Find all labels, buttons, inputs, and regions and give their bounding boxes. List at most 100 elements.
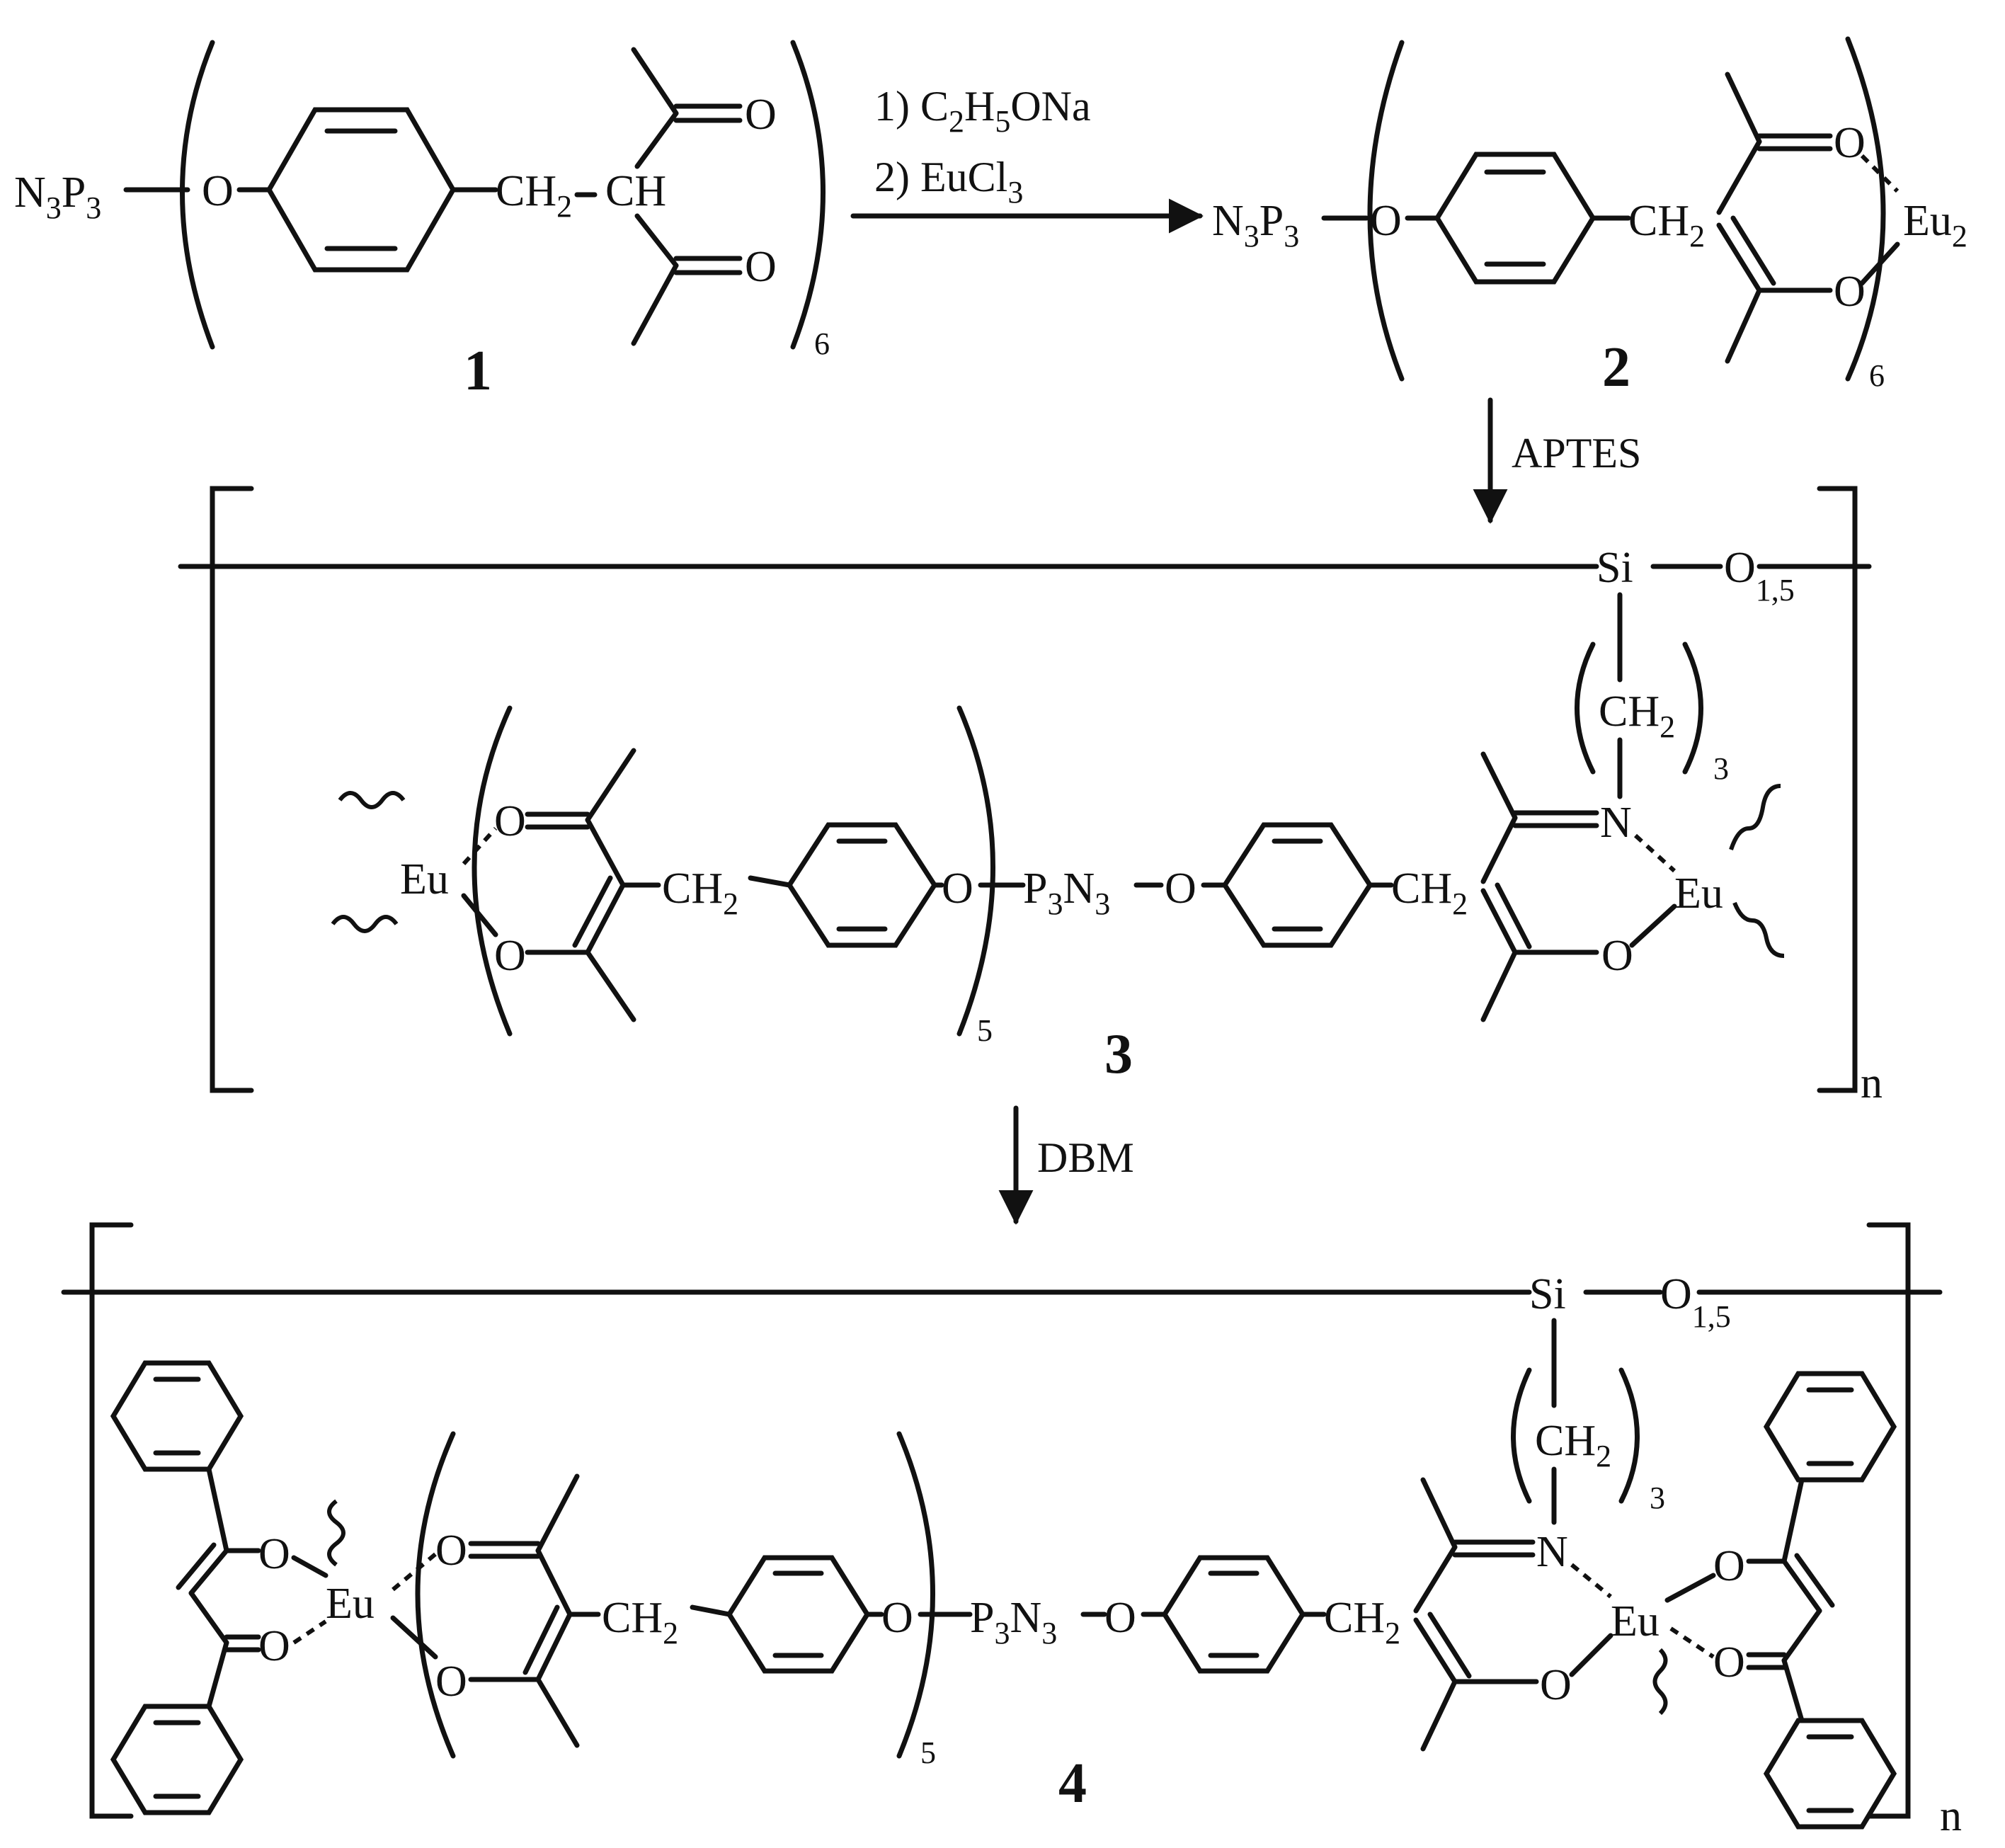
c4-methyl	[535, 1473, 580, 1553]
c4-o-dbm-left-bottom: O	[258, 1622, 290, 1670]
c4-paren-open	[415, 1431, 456, 1759]
c4-repeat: n	[1940, 1792, 1962, 1840]
c4-ch2-left: CH2	[602, 1594, 678, 1650]
compound-number-1: 1	[464, 340, 492, 402]
arrow-3: DBM	[998, 1105, 1134, 1225]
c2-oxygen: O	[1370, 197, 1402, 245]
c3-bracket-left	[210, 486, 254, 1093]
compound-number-3: 3	[1104, 1023, 1133, 1085]
c2-methyl	[1725, 287, 1762, 364]
c4-coordination	[1570, 1563, 1612, 1599]
c2-o-bottom: O	[1834, 268, 1866, 316]
c3-methyl	[1480, 949, 1518, 1022]
c4-bond	[206, 1640, 229, 1709]
c3-core-label: P3N3	[1023, 865, 1110, 921]
c3-bond	[585, 882, 626, 955]
c4-o-dbm-left-top: O	[258, 1530, 290, 1578]
c1-benzene-ring	[265, 107, 457, 273]
c1-multiplier: 6	[814, 326, 830, 361]
c3-paren-open	[472, 705, 513, 1037]
c1-o-bottom: O	[745, 243, 777, 291]
c2-metal: Eu2	[1903, 197, 1967, 253]
c4-o-aryl-right: O	[1104, 1594, 1136, 1642]
c1-paren-open	[180, 40, 215, 350]
c4-bond	[206, 1466, 229, 1553]
c2-bond	[1716, 222, 1762, 293]
c3-o-left-bottom: O	[494, 932, 526, 980]
c4-o-si: O1,5	[1660, 1270, 1731, 1334]
arrow-2-label: APTES	[1512, 430, 1641, 477]
c4-coordination	[1569, 1633, 1613, 1677]
c4-wavy-bond	[1652, 1648, 1668, 1716]
compound-number-2: 2	[1602, 336, 1630, 399]
c3-o-right: O	[1601, 932, 1633, 980]
c3-propyl-paren-open	[1575, 641, 1596, 775]
c3-bond	[1480, 815, 1518, 884]
c2-multiplier: 6	[1869, 358, 1885, 393]
c2-bond-double	[1730, 215, 1776, 286]
c3-coordination	[461, 893, 498, 937]
c1-bond	[634, 110, 679, 169]
c4-core-label: P3N3	[970, 1594, 1057, 1650]
c2-paren-close	[1845, 36, 1886, 382]
c1-bond	[634, 213, 679, 268]
c4-si: Si	[1529, 1270, 1566, 1318]
c4-o-aryl-left: O	[881, 1594, 913, 1642]
c1-oxygen: O	[202, 167, 234, 215]
c3-propyl: CH2	[1599, 688, 1675, 744]
compound-4: n Si O1,5 CH2 3 O O Eu O O	[61, 1222, 1962, 1840]
c4-bond-double	[1427, 1612, 1472, 1679]
c3-bond	[585, 817, 626, 888]
c4-phenyl-top-left	[110, 1360, 244, 1472]
compound-2: N3P3 O CH2 O O Eu2 6 2	[1212, 36, 1967, 399]
c1-core-label: N3P3	[14, 169, 101, 225]
c2-ch2: CH2	[1628, 197, 1705, 253]
c4-coordination	[292, 1619, 327, 1645]
c4-o-left-bottom: O	[435, 1658, 467, 1706]
c3-repeat: n	[1861, 1059, 1883, 1107]
c4-bond	[1413, 1617, 1458, 1684]
c4-eu-right: Eu	[1611, 1597, 1660, 1645]
c3-wavy-bond	[331, 915, 399, 933]
c3-coordination	[1633, 833, 1676, 873]
c4-coordination	[1664, 1573, 1716, 1603]
c4-methyl	[1420, 1477, 1458, 1550]
c4-wavy-bond	[327, 1499, 345, 1567]
c4-eu-left: Eu	[326, 1580, 375, 1628]
c4-phenyl-top-right	[1763, 1371, 1897, 1483]
arrow-1-condition-2: 2) EuCl3	[874, 154, 1023, 210]
c4-bond-double	[522, 1604, 560, 1675]
c4-bond	[1413, 1544, 1458, 1614]
c4-bond	[535, 1612, 573, 1682]
c1-methyl	[631, 47, 679, 116]
c4-bond	[1781, 1658, 1805, 1723]
c3-o-aryl-left: O	[942, 865, 973, 913]
c2-bond	[1716, 139, 1762, 215]
c3-eu-left: Eu	[400, 855, 449, 903]
c2-paren-open	[1367, 40, 1405, 382]
c1-ch2: CH2	[496, 167, 572, 224]
c4-phenyl-bottom-left	[110, 1704, 244, 1815]
c3-bond	[748, 875, 792, 888]
c4-coordination	[392, 1552, 437, 1592]
c4-propyl-paren-open	[1511, 1367, 1532, 1504]
c2-methyl	[1725, 72, 1762, 144]
c3-n: N	[1600, 799, 1632, 847]
arrow-1-condition-1: 1) C2H5ONa	[874, 83, 1091, 139]
c4-bracket-right	[1866, 1222, 1911, 1819]
c3-bond	[1480, 888, 1518, 955]
c1-o-top: O	[745, 91, 777, 139]
c4-bracket-left	[89, 1222, 134, 1819]
c3-methyl	[585, 748, 636, 823]
c4-o-right: O	[1540, 1661, 1572, 1709]
c3-ch2-left: CH2	[662, 865, 738, 921]
arrow-1: 1) C2H5ONa 2) EuCl3	[850, 83, 1204, 234]
compound-number-4: 4	[1058, 1752, 1087, 1815]
c3-o-aryl-right: O	[1165, 865, 1196, 913]
c3-o-si: O1,5	[1724, 544, 1795, 608]
c4-phenyl-bottom-right	[1763, 1718, 1897, 1830]
c4-o-dbm-right-bottom: O	[1713, 1638, 1745, 1687]
arrow-3-label: DBM	[1037, 1134, 1134, 1181]
c4-propyl-sub: 3	[1650, 1481, 1665, 1515]
